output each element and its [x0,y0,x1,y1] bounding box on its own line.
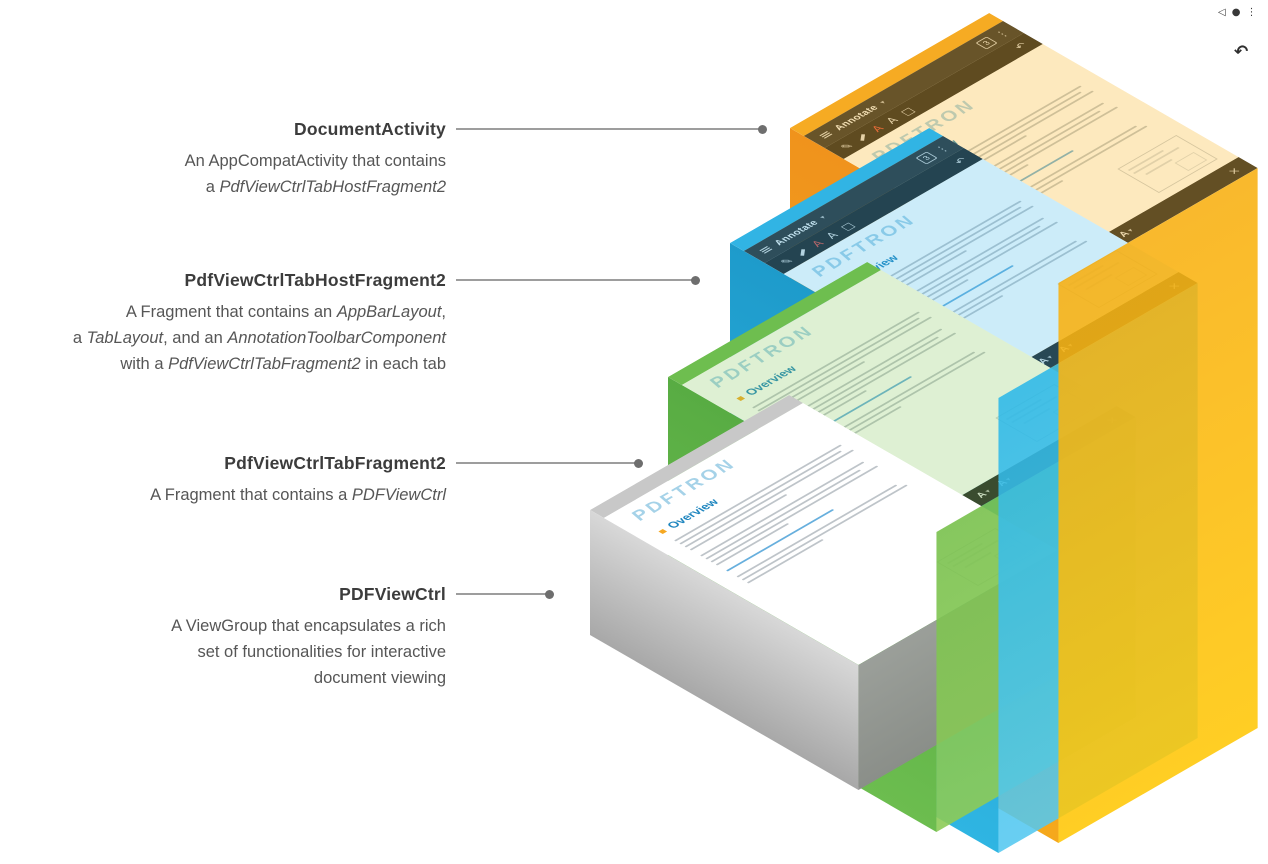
pen-icon[interactable]: ✎ [837,140,857,152]
component-label: DocumentActivity An AppCompatActivity tha… [0,118,446,200]
undo-icon[interactable]: ↶ [951,155,971,167]
component-label: PdfViewCtrlTabHostFragment2 A Fragment th… [0,269,446,377]
label-desc-text: PDFViewCtrl [351,486,446,504]
label-desc-text: a [72,329,87,347]
label-desc-text: TabLayout [86,329,164,347]
connector-dot [545,590,554,599]
label-desc-text: A Fragment that contains a [150,486,352,504]
label-desc-text: AppBarLayout [336,303,442,321]
label-desc-line: a PdfViewCtrlTabHostFragment2 [0,174,446,200]
shape-icon[interactable]: □ [837,220,858,233]
connector-line [456,593,549,595]
connector-line [456,128,762,130]
label-desc-text: a [205,178,220,196]
shape-icon[interactable]: □ [897,105,918,118]
chevron-down-icon[interactable]: ▾ [877,99,888,106]
label-desc-text: document viewing [313,669,446,687]
text-annotation-red-icon[interactable]: A [808,238,827,249]
label-desc-text: , and an [163,329,228,347]
label-desc-line: A Fragment that contains an AppBarLayout… [0,299,446,325]
text-annotation-icon[interactable]: A [882,115,901,126]
label-desc-line: with a PdfViewCtrlTabFragment2 in each t… [0,351,446,377]
undo-arrow-icon[interactable]: ↶ [1234,42,1249,62]
tab-count-badge[interactable]: 3 [914,151,938,165]
chevron-down-icon[interactable]: ▾ [817,214,828,221]
label-desc-text: , [441,303,446,321]
connector-dot [758,125,767,134]
nav-overflow-icon[interactable]: ⋮ [1246,7,1257,18]
nav-back-icon[interactable]: ◁ [1218,7,1226,18]
figure-line [1145,159,1173,175]
label-desc-text: set of functionalities for interactive [197,643,446,661]
label-desc-line: A ViewGroup that encapsulates a rich [0,613,446,639]
layer-document-activity-right-wall [1058,168,1258,843]
label-desc-text: A ViewGroup that encapsulates a rich [171,617,446,635]
close-icon[interactable]: × [1224,165,1244,177]
connector-line [456,279,695,281]
connector-dot [634,459,643,468]
label-desc-text: in each tab [360,355,446,373]
label-desc-text: AnnotationToolbarComponent [227,329,446,347]
label-desc-text: PdfViewCtrlTabHostFragment2 [219,178,446,196]
annotation-style-icon[interactable]: A▾ [974,488,995,499]
component-label-description: A Fragment that contains an AppBarLayout… [0,299,446,377]
heading-bullet [735,395,745,401]
label-desc-line: set of functionalities for interactive [0,639,446,665]
hamburger-icon[interactable]: ≡ [754,243,779,257]
nav-home-icon[interactable]: ● [1231,7,1241,18]
component-label-title: PdfViewCtrlTabFragment2 [224,453,446,473]
component-label: PDFViewCtrl A ViewGroup that encapsulates… [0,583,446,691]
highlighter-icon[interactable] [860,133,865,141]
hamburger-icon[interactable]: ≡ [814,128,839,142]
kebab-menu-icon[interactable]: ⋮ [991,27,1013,40]
kebab-menu-icon[interactable]: ⋮ [931,142,953,155]
label-desc-text: An AppCompatActivity that contains [184,152,446,170]
component-label-title: PdfViewCtrlTabHostFragment2 [184,270,446,290]
component-label-description: A Fragment that contains a PDFViewCtrl [0,482,446,508]
label-desc-line: a TabLayout, and an AnnotationToolbarCom… [0,325,446,351]
label-desc-text: A Fragment that contains an [125,303,337,321]
label-desc-text: with a [120,355,169,373]
component-label-title: DocumentActivity [294,119,446,139]
label-desc-line: document viewing [0,665,446,691]
label-desc-line: An AppCompatActivity that contains [0,148,446,174]
pen-icon[interactable]: ✎ [777,255,797,267]
figure-line [1174,152,1208,171]
system-tray-icons: ◁ ● ⋮ [1218,8,1256,18]
connector-dot [691,276,700,285]
text-annotation-red-icon[interactable]: A [868,123,887,134]
component-label-description: An AppCompatActivity that contains a PdfV… [0,148,446,200]
connector-line [456,462,638,464]
label-desc-text: PdfViewCtrlTabFragment2 [168,355,361,373]
text-annotation-icon[interactable]: A [822,230,841,241]
component-label: PdfViewCtrlTabFragment2 A Fragment that c… [0,452,446,508]
tab-count-badge[interactable]: 3 [974,36,998,50]
heading-bullet [657,528,667,534]
component-label-description: A ViewGroup that encapsulates a rich set … [0,613,446,691]
label-desc-line: A Fragment that contains a PDFViewCtrl [0,482,446,508]
highlighter-icon[interactable] [800,248,805,256]
undo-icon[interactable]: ↶ [1011,40,1031,52]
figure-line [1132,147,1180,174]
component-label-title: PDFViewCtrl [339,584,446,604]
